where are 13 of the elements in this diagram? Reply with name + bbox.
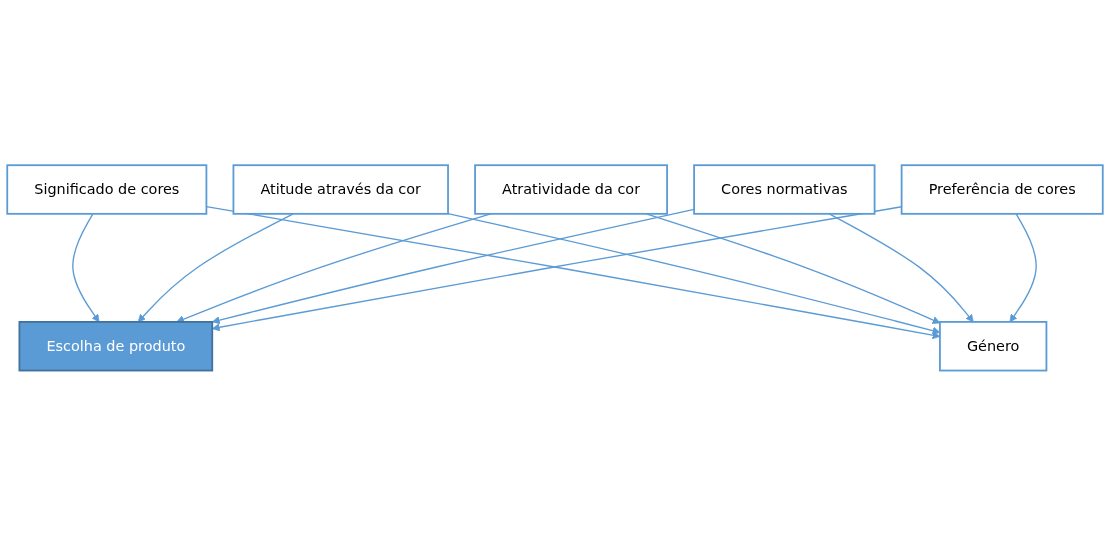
node-box: Escolha de produto: [18, 320, 214, 372]
arrow: [211, 208, 695, 324]
node-box: Significado de cores: [6, 163, 208, 215]
arrow: [72, 212, 100, 322]
arrow: [828, 212, 974, 322]
node-box: Género: [939, 320, 1048, 372]
node-box: Preferência de cores: [900, 163, 1104, 215]
node-box: Atitude através da cor: [232, 163, 449, 215]
arrow: [1009, 212, 1037, 322]
node-box: Atratividade da cor: [474, 163, 668, 215]
arrow: [137, 212, 294, 322]
node-box: Cores normativas: [693, 163, 876, 215]
arrow: [447, 212, 941, 335]
